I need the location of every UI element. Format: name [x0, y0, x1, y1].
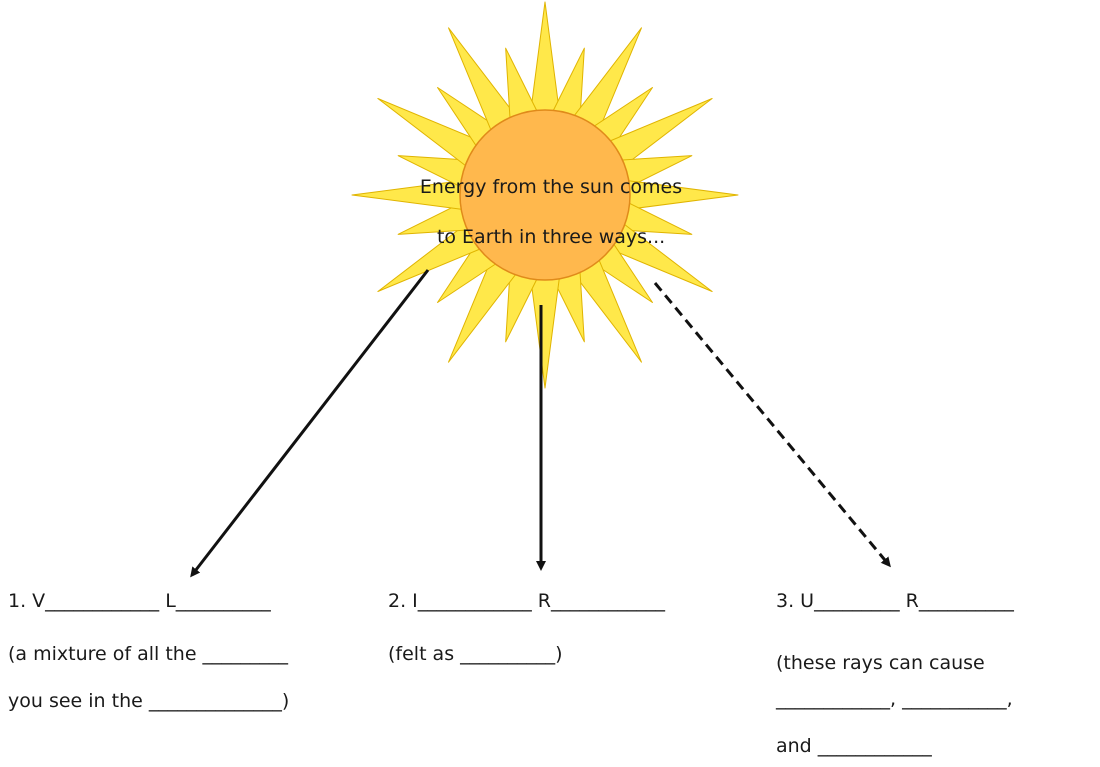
description-ultraviolet-line-3: and ____________	[776, 735, 932, 757]
description-ultraviolet-line-2: ____________, ___________,	[776, 688, 1013, 710]
sun-core	[459, 109, 631, 281]
heading-infrared: 2. I____________ R____________	[388, 590, 666, 612]
sun-label: Energy from the sun comes to Earth in th…	[360, 150, 730, 250]
heading-visible-light: 1. V____________ L__________	[8, 590, 271, 612]
description-visible-light-line-2: you see in the ______________)	[8, 690, 290, 712]
description-ultraviolet-line-1: (these rays can cause	[776, 652, 985, 674]
sun-label-line-1: Energy from the sun comes	[419, 176, 683, 198]
description-visible-light-line-1: (a mixture of all the _________	[8, 643, 289, 665]
sun-ray	[529, 1, 561, 118]
heading-ultraviolet: 3. U_________ R__________	[776, 590, 1014, 612]
sun-label-line-2: to Earth in three ways...	[436, 226, 666, 248]
description-infrared-line-1: (felt as __________)	[388, 643, 563, 665]
arrow-visible-light	[190, 269, 430, 578]
arrow-ultraviolet	[653, 282, 891, 568]
sun-ray	[529, 272, 561, 389]
